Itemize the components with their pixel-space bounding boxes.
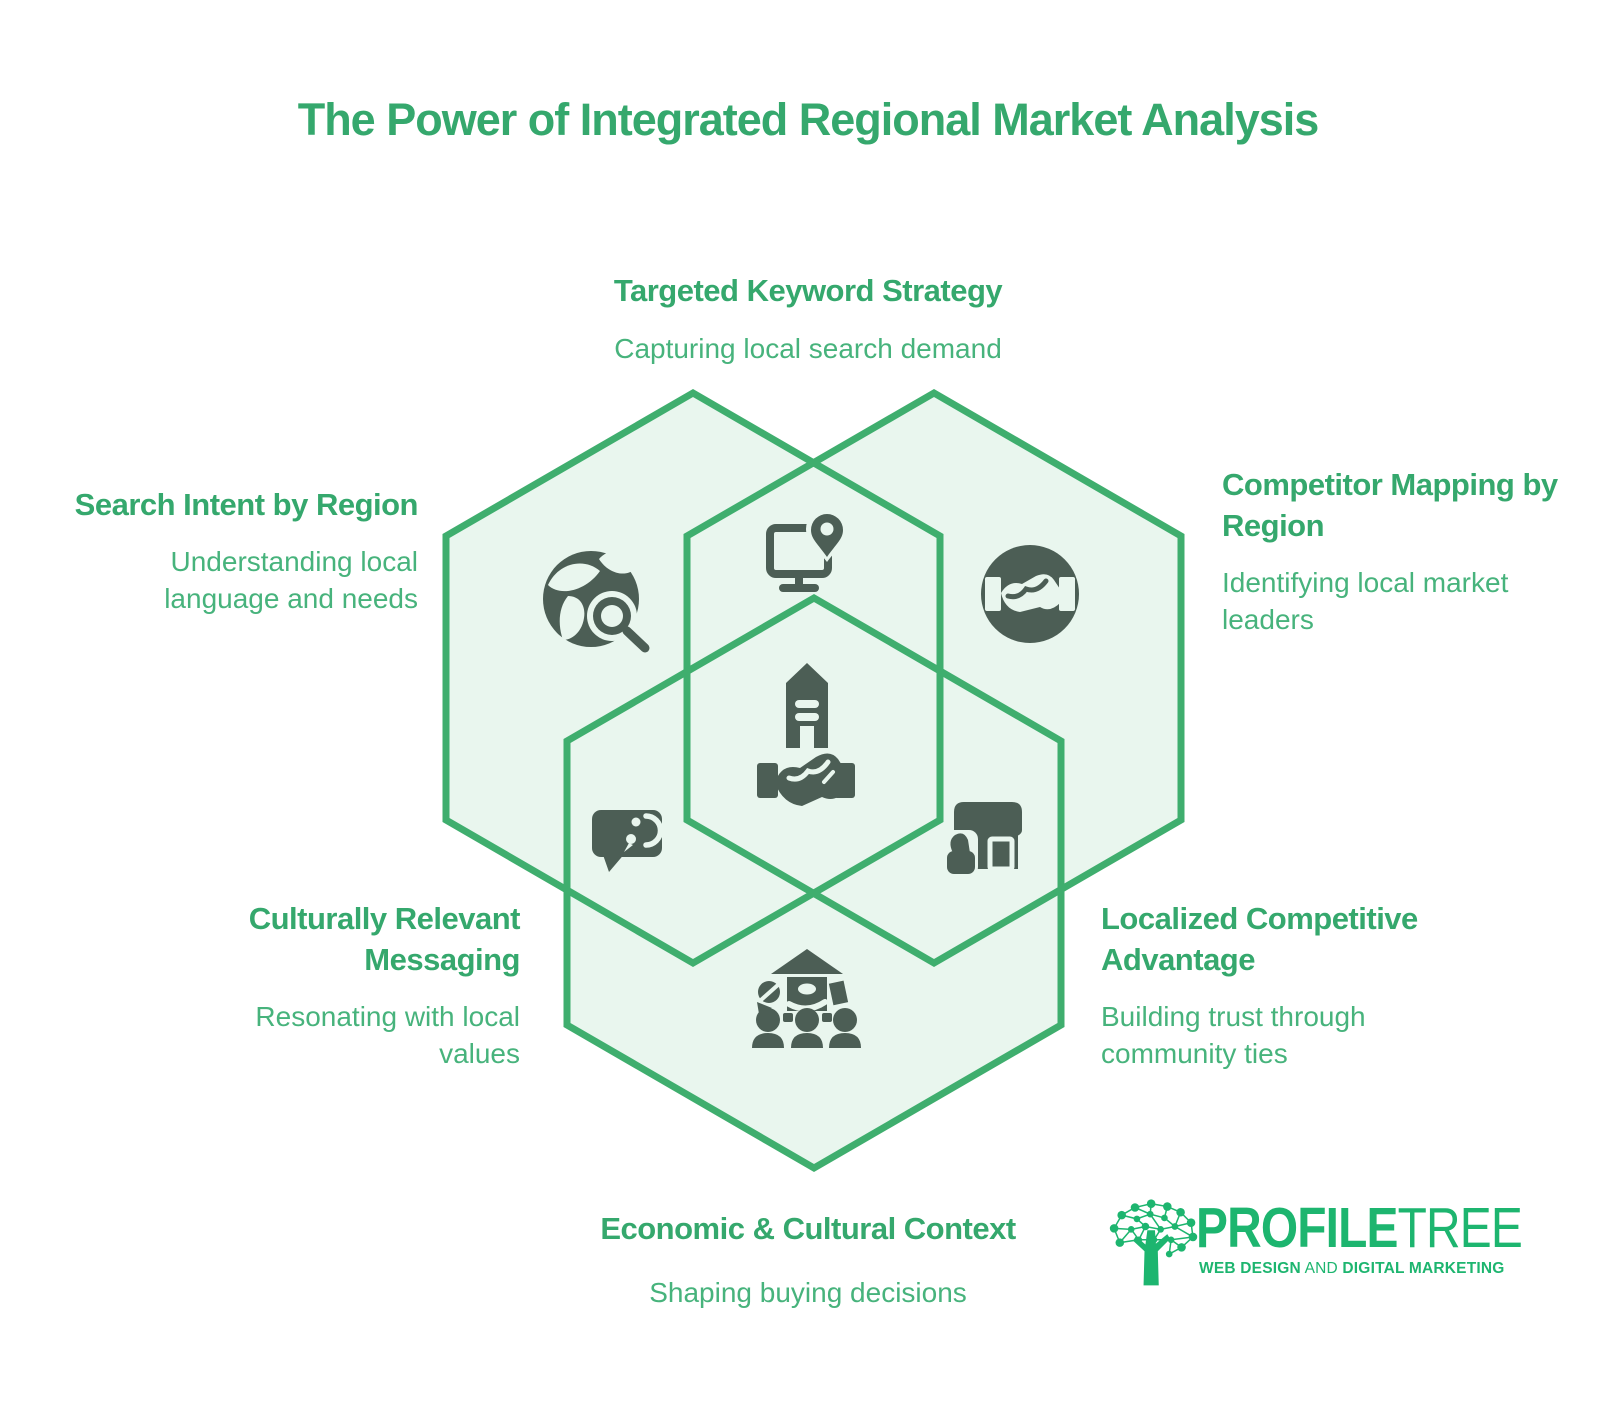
label-subtitle-line1: Resonating with local bbox=[255, 1001, 520, 1032]
tagline-digital-marketing: DIGITAL MARKETING bbox=[1342, 1260, 1505, 1277]
tagline-web-design: WEB DESIGN bbox=[1199, 1260, 1301, 1277]
speech-bubble-icon bbox=[592, 810, 664, 872]
globe-search-icon bbox=[543, 551, 654, 657]
handshake-circle-icon bbox=[981, 545, 1079, 643]
label-heading: Economic & Cultural Context bbox=[600, 1211, 1016, 1246]
page-title: The Power of Integrated Regional Market … bbox=[297, 94, 1320, 145]
label-subtitle: Capturing local search demand bbox=[614, 333, 1002, 364]
label-subtitle-line1: Building trust through bbox=[1101, 1001, 1366, 1032]
label-culturally-relevant-messaging: Culturally Relevant Messaging Resonating… bbox=[178, 898, 521, 1072]
community-icon bbox=[752, 949, 861, 1048]
storefront-thumbs-up-icon bbox=[942, 802, 1022, 876]
label-subtitle-line2: community ties bbox=[1101, 1038, 1288, 1069]
profiletree-tagline: WEB DESIGN AND DIGITAL MARKETING bbox=[1199, 1260, 1505, 1278]
label-heading-line2: Region bbox=[1222, 508, 1325, 543]
hexagon-right-outline bbox=[683, 388, 1185, 968]
hexagon-bottom-outline bbox=[563, 593, 1065, 1173]
monitor-location-icon bbox=[766, 508, 848, 592]
label-localized-competitive-advantage: Localized Competitive Advantage Building… bbox=[1101, 898, 1451, 1072]
label-economic-cultural-context: Economic & Cultural Context Shaping buyi… bbox=[508, 1208, 1108, 1311]
label-heading-line2: Messaging bbox=[364, 942, 520, 977]
business-handshake-icon bbox=[757, 663, 855, 806]
profiletree-tree-icon bbox=[1109, 1199, 1198, 1286]
label-subtitle-line1: Understanding local bbox=[170, 546, 419, 577]
profiletree-logo: PROFILETREE WEB DESIGN AND DIGITAL MARKE… bbox=[1108, 1198, 1523, 1298]
tagline-and: AND bbox=[1304, 1260, 1338, 1277]
label-heading-line2: Advantage bbox=[1101, 942, 1255, 977]
label-subtitle-line2: leaders bbox=[1222, 604, 1314, 635]
label-heading: Search Intent by Region bbox=[74, 487, 419, 522]
label-heading-line1: Localized Competitive bbox=[1101, 901, 1418, 936]
wordmark-tree: TREE bbox=[1397, 1196, 1523, 1260]
label-search-intent-by-region: Search Intent by Region Understanding lo… bbox=[40, 484, 419, 617]
label-subtitle-line2: values bbox=[439, 1038, 520, 1069]
hexagon-outlines bbox=[442, 388, 1185, 1173]
label-heading-line1: Culturally Relevant bbox=[248, 901, 521, 936]
label-heading: Targeted Keyword Strategy bbox=[613, 273, 1003, 308]
label-subtitle-line1: Identifying local market bbox=[1222, 567, 1509, 598]
tree-network-nodes bbox=[1109, 1199, 1198, 1258]
wordmark-profile: PROFILE bbox=[1196, 1196, 1398, 1260]
label-targeted-keyword-strategy: Targeted Keyword Strategy Capturing loca… bbox=[308, 270, 1308, 367]
profiletree-wordmark: PROFILETREE bbox=[1196, 1200, 1523, 1257]
label-subtitle-line2: language and needs bbox=[164, 583, 418, 614]
hexagon-left-outline bbox=[442, 388, 944, 968]
label-subtitle: Shaping buying decisions bbox=[649, 1277, 967, 1308]
label-heading-line1: Competitor Mapping by bbox=[1222, 467, 1558, 502]
label-competitor-mapping-by-region: Competitor Mapping by Region Identifying… bbox=[1222, 464, 1582, 638]
